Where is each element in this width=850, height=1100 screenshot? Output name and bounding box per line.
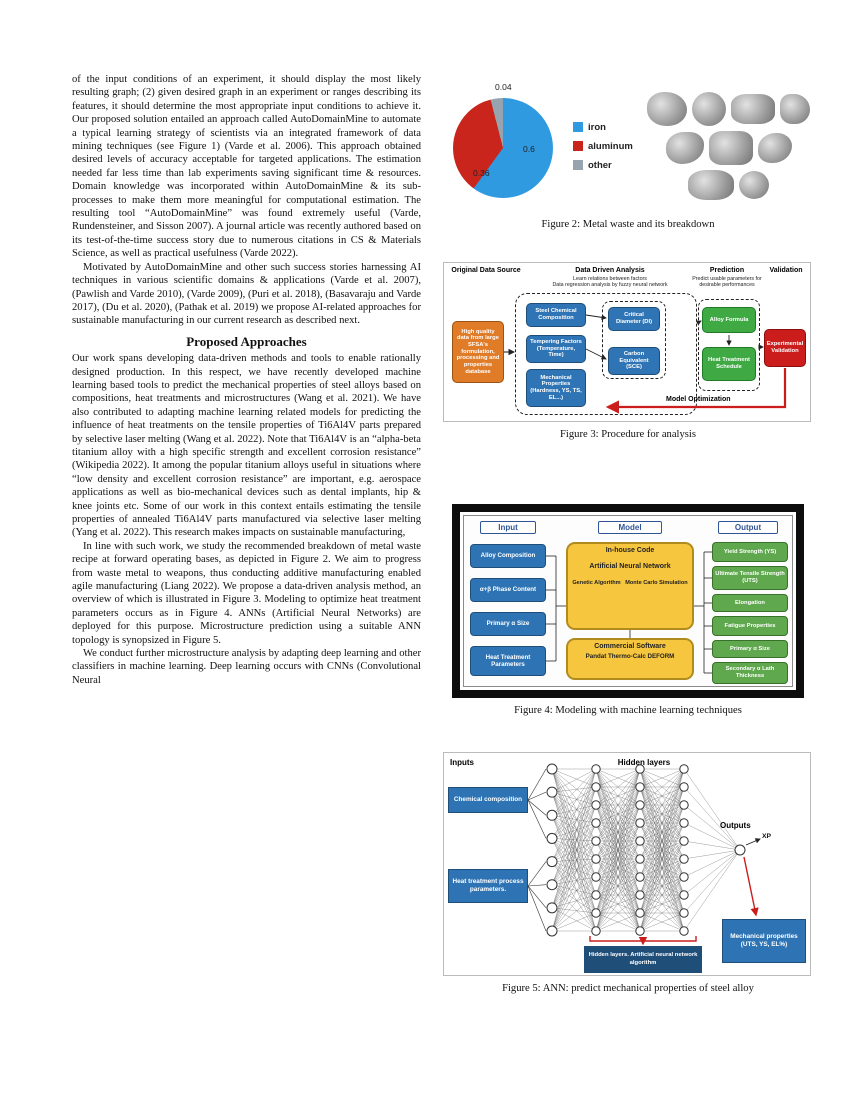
- fig3-analysis-subtext: Learn relations between factors Data reg…: [552, 276, 668, 288]
- metal-part-image: [780, 94, 811, 124]
- fig5-output-node-label: XP: [762, 833, 772, 840]
- legend-item-aluminum: aluminum: [573, 141, 633, 152]
- figure-2: 0.04 0.6 0.36 iron aluminum othe: [443, 80, 813, 230]
- figure-5-caption: Figure 5: ANN: predict mechanical proper…: [502, 983, 754, 994]
- legend-item-iron: iron: [573, 122, 633, 133]
- fig3-source-box: High quality data from large SFSA's form…: [452, 321, 504, 383]
- legend-swatch-aluminum: [573, 141, 583, 151]
- fig5-ann-algorithm-box: Hidden layers. Artificial neural network…: [584, 946, 702, 973]
- fig3-prediction-subtext: Predict usable parameters for desirable …: [692, 276, 762, 288]
- fig4-output-box: Elongation: [712, 594, 788, 612]
- fig4-header-output: Output: [718, 521, 778, 534]
- fig4-inhouse-title: In-house Code: [605, 547, 655, 554]
- metal-part-image: [757, 133, 792, 163]
- body-paragraph: Motivated by AutoDomainMine and other su…: [72, 261, 421, 327]
- fig4-ann-label: Artificial Neural Network: [589, 563, 671, 570]
- fig4-input-box: Alloy Composition: [470, 544, 546, 568]
- metal-part-image: [731, 94, 776, 124]
- fig5-hidden-label: Hidden layers: [617, 758, 671, 767]
- fig3-analysis-box: Mechanical Properties (Hardness, YS, TS,…: [526, 369, 586, 407]
- figure-4-frame: Input Model Output Alloy Composition α+β…: [452, 504, 804, 698]
- metal-part-image: [647, 92, 688, 126]
- legend-swatch-iron: [573, 122, 583, 132]
- pie-chart-area: 0.04 0.6 0.36: [443, 80, 569, 212]
- figure-3-caption: Figure 3: Procedure for analysis: [560, 429, 696, 440]
- figure-4: Input Model Output Alloy Composition α+β…: [443, 504, 813, 716]
- fig3-analysis-container: [515, 293, 697, 415]
- pie-legend: iron aluminum other: [573, 122, 633, 171]
- pie-chart: [453, 98, 553, 198]
- body-paragraph: of the input conditions of an experiment…: [72, 74, 421, 260]
- pie-value-other: 0.04: [495, 82, 512, 92]
- fig4-inhouse-box: In-house Code Artificial Neural Network …: [566, 542, 694, 630]
- fig3-analysis-box: Steel Chemical Composition: [526, 303, 586, 327]
- fig3-header: Original Data Source: [451, 267, 521, 274]
- metal-parts-photo: [645, 92, 813, 200]
- fig3-header: Data Driven Analysis: [575, 267, 645, 274]
- fig5-outputs-label: Outputs: [720, 821, 751, 830]
- figure-4-caption: Figure 4: Modeling with machine learning…: [514, 705, 742, 716]
- fig3-validation-box: Experimental Validation: [764, 329, 806, 367]
- fig3-header: Validation: [769, 267, 803, 274]
- metal-part-image: [708, 131, 753, 165]
- fig4-output-box: Ultimate Tensile Strength (UTS): [712, 566, 788, 590]
- fig4-montecarlo-label: Monte Carlo Simulation: [625, 580, 688, 586]
- fig4-input-box: Heat Treatment Parameters: [470, 646, 546, 676]
- fig5-input-box: Heat treatment process parameters.: [448, 869, 528, 903]
- legend-label: aluminum: [588, 140, 633, 152]
- fig3-optimization-label: Model Optimization: [666, 396, 731, 403]
- metal-part-image: [692, 92, 727, 126]
- left-column: of the input conditions of an experiment…: [72, 73, 421, 687]
- fig3-analysis-box: Tempering Factors (Temperature, Time): [526, 335, 586, 363]
- fig4-output-box: Secondary α Lath Thickness: [712, 662, 788, 684]
- pie-value-iron: 0.6: [523, 144, 535, 154]
- fig4-commercial-title: Commercial Software: [594, 643, 666, 650]
- fig3-header: Prediction: [709, 267, 745, 274]
- metal-part-image: [688, 170, 735, 200]
- body-paragraph: In line with such work, we study the rec…: [72, 540, 421, 646]
- legend-label: other: [588, 159, 612, 171]
- legend-swatch-other: [573, 160, 583, 170]
- fig4-output-box: Yield Strength (YS): [712, 542, 788, 562]
- figure-5-image: Inputs Hidden layers Outputs XP Chemical…: [443, 752, 811, 976]
- body-paragraph: We conduct further microstructure analys…: [72, 648, 421, 686]
- fig3-derived-box: Critical Diameter (DI): [608, 307, 660, 331]
- metal-part-image: [665, 132, 704, 164]
- fig3-prediction-box: Alloy Formula: [702, 307, 756, 333]
- fig4-commercial-body: Pandat Thermo-Calc DEFORM: [585, 653, 675, 660]
- fig4-header-input: Input: [480, 521, 536, 534]
- legend-item-other: other: [573, 160, 633, 171]
- figure-5: Inputs Hidden layers Outputs XP Chemical…: [443, 752, 813, 994]
- fig4-output-box: Fatigue Properties: [712, 616, 788, 636]
- fig4-header-model: Model: [598, 521, 662, 534]
- fig4-genetic-label: Genetic Algorithm: [572, 580, 621, 586]
- fig3-prediction-box: Heat Treatment Schedule: [702, 347, 756, 381]
- figure-4-image: Input Model Output Alloy Composition α+β…: [463, 515, 793, 687]
- fig5-inputs-label: Inputs: [450, 758, 474, 767]
- fig4-input-box: α+β Phase Content: [470, 578, 546, 602]
- fig3-derived-box: Carbon Equivalent (SCE): [608, 347, 660, 375]
- body-paragraph: Our work spans developing data-driven me…: [72, 353, 421, 539]
- pie-value-aluminum: 0.36: [473, 168, 490, 178]
- figure-2-caption: Figure 2: Metal waste and its breakdown: [541, 219, 715, 230]
- figure-3-image: Original Data Source Data Driven Analysi…: [443, 262, 811, 422]
- fig5-input-box: Chemical composition: [448, 787, 528, 813]
- figure-3: Original Data Source Data Driven Analysi…: [443, 262, 813, 440]
- legend-label: iron: [588, 121, 606, 133]
- fig4-output-box: Primary α Size: [712, 640, 788, 658]
- fig5-mech-properties-box: Mechanical properties (UTS, YS, EL%): [722, 919, 806, 963]
- fig4-commercial-box: Commercial Software Pandat Thermo-Calc D…: [566, 638, 694, 680]
- figure-2-image: 0.04 0.6 0.36 iron aluminum othe: [443, 80, 813, 212]
- metal-part-image: [739, 171, 770, 199]
- section-heading: Proposed Approaches: [186, 333, 307, 349]
- fig4-input-box: Primary α Size: [470, 612, 546, 636]
